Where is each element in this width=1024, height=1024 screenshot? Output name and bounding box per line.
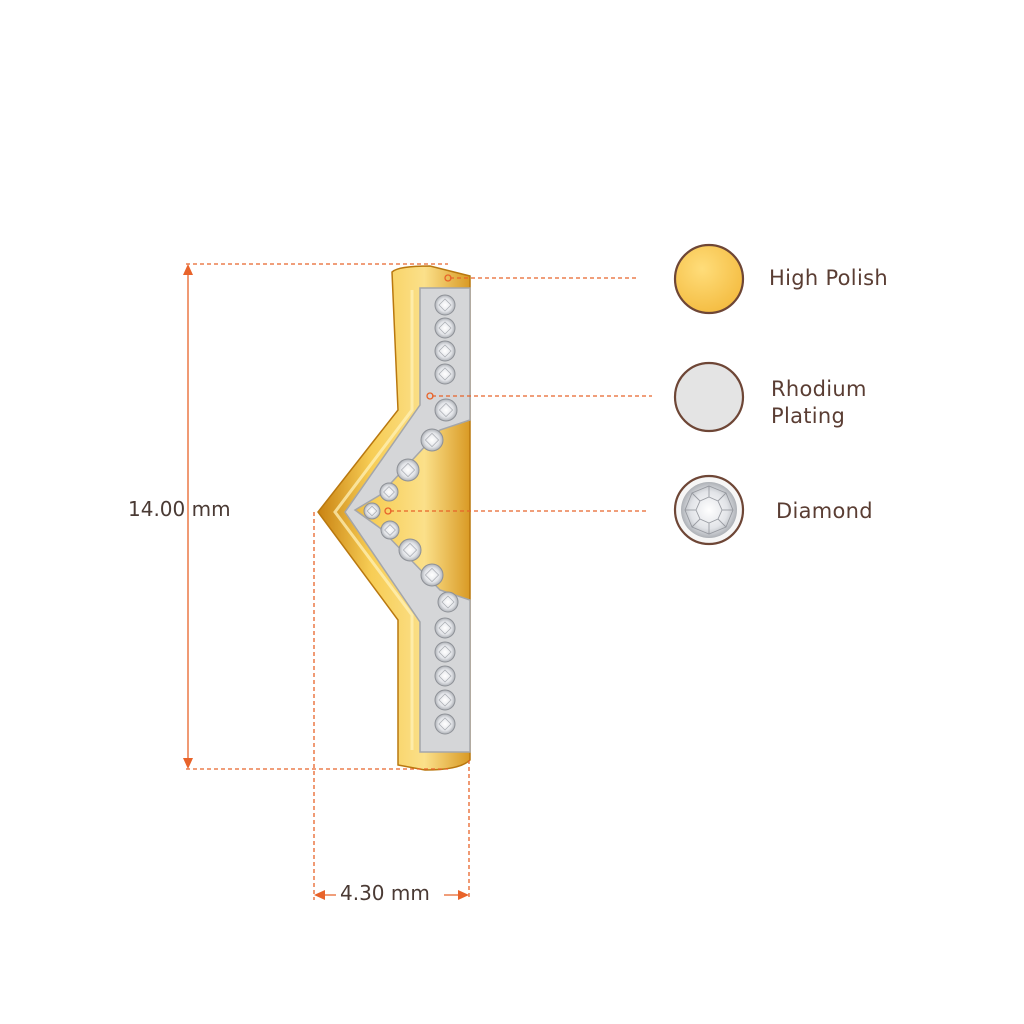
pave-diamond [434,363,456,385]
legend-label-high-polish: High Polish [769,266,888,290]
legend-label-diamond: Diamond [776,499,873,523]
pave-diamond-facet [424,567,440,583]
pave-diamond [420,428,444,452]
height-dimension-label: 14.00 mm [128,497,231,521]
dot-high-polish [444,274,452,282]
gold-edge [333,290,414,750]
pave-diamond-facet [438,717,452,731]
pave-diamond-facet [400,462,416,478]
diamond-pave [363,294,459,735]
pave-diamond [434,398,458,422]
height-arrow-bottom [183,758,193,769]
pave-diamond-facet [438,344,452,358]
pave-diamond-facet [384,524,396,536]
pave-diamond [434,665,456,687]
pave-diamond-facet [402,542,418,558]
width-arrow-right [458,890,469,900]
pave-diamond [420,563,444,587]
legend-label-rhodium-plating: Rhodium Plating [771,377,867,428]
gold-swatch [673,243,745,315]
pave-diamond [434,641,456,663]
pave-diamond-facet [438,367,452,381]
pave-diamond [434,617,456,639]
pave-diamond [437,591,459,613]
height-arrow-top [183,264,193,275]
leader-dots [384,274,452,515]
pave-diamond-facet [438,402,454,418]
legend-swatches [673,243,745,546]
width-arrow-left [314,890,325,900]
pave-diamond [434,713,456,735]
pave-diamond-facet [441,595,455,609]
pave-diamond-facet [438,693,452,707]
pave-diamond-facet [438,321,452,335]
pave-diamond [434,340,456,362]
pave-diamond [434,689,456,711]
width-dimension-label: 4.30 mm [340,881,430,905]
pave-diamond-facet [438,621,452,635]
pave-diamond-facet [424,432,440,448]
silver-swatch [673,361,745,433]
dot-rhodium [426,392,434,400]
pave-diamond [434,317,456,339]
diamond-swatch [673,474,745,546]
pave-diamond-facet [383,486,395,498]
pave-diamond [398,538,422,562]
dot-diamond [384,507,392,515]
dimension-lines [183,263,652,900]
pave-diamond [380,520,400,540]
pave-diamond-facet [366,505,378,517]
pave-diamond [434,294,456,316]
pave-diamond-facet [438,298,452,312]
pave-diamond [396,458,420,482]
earring-product [317,265,471,771]
pave-diamond [379,482,399,502]
pave-diamond-facet [438,645,452,659]
pave-diamond [363,502,381,520]
pave-diamond-facet [438,669,452,683]
